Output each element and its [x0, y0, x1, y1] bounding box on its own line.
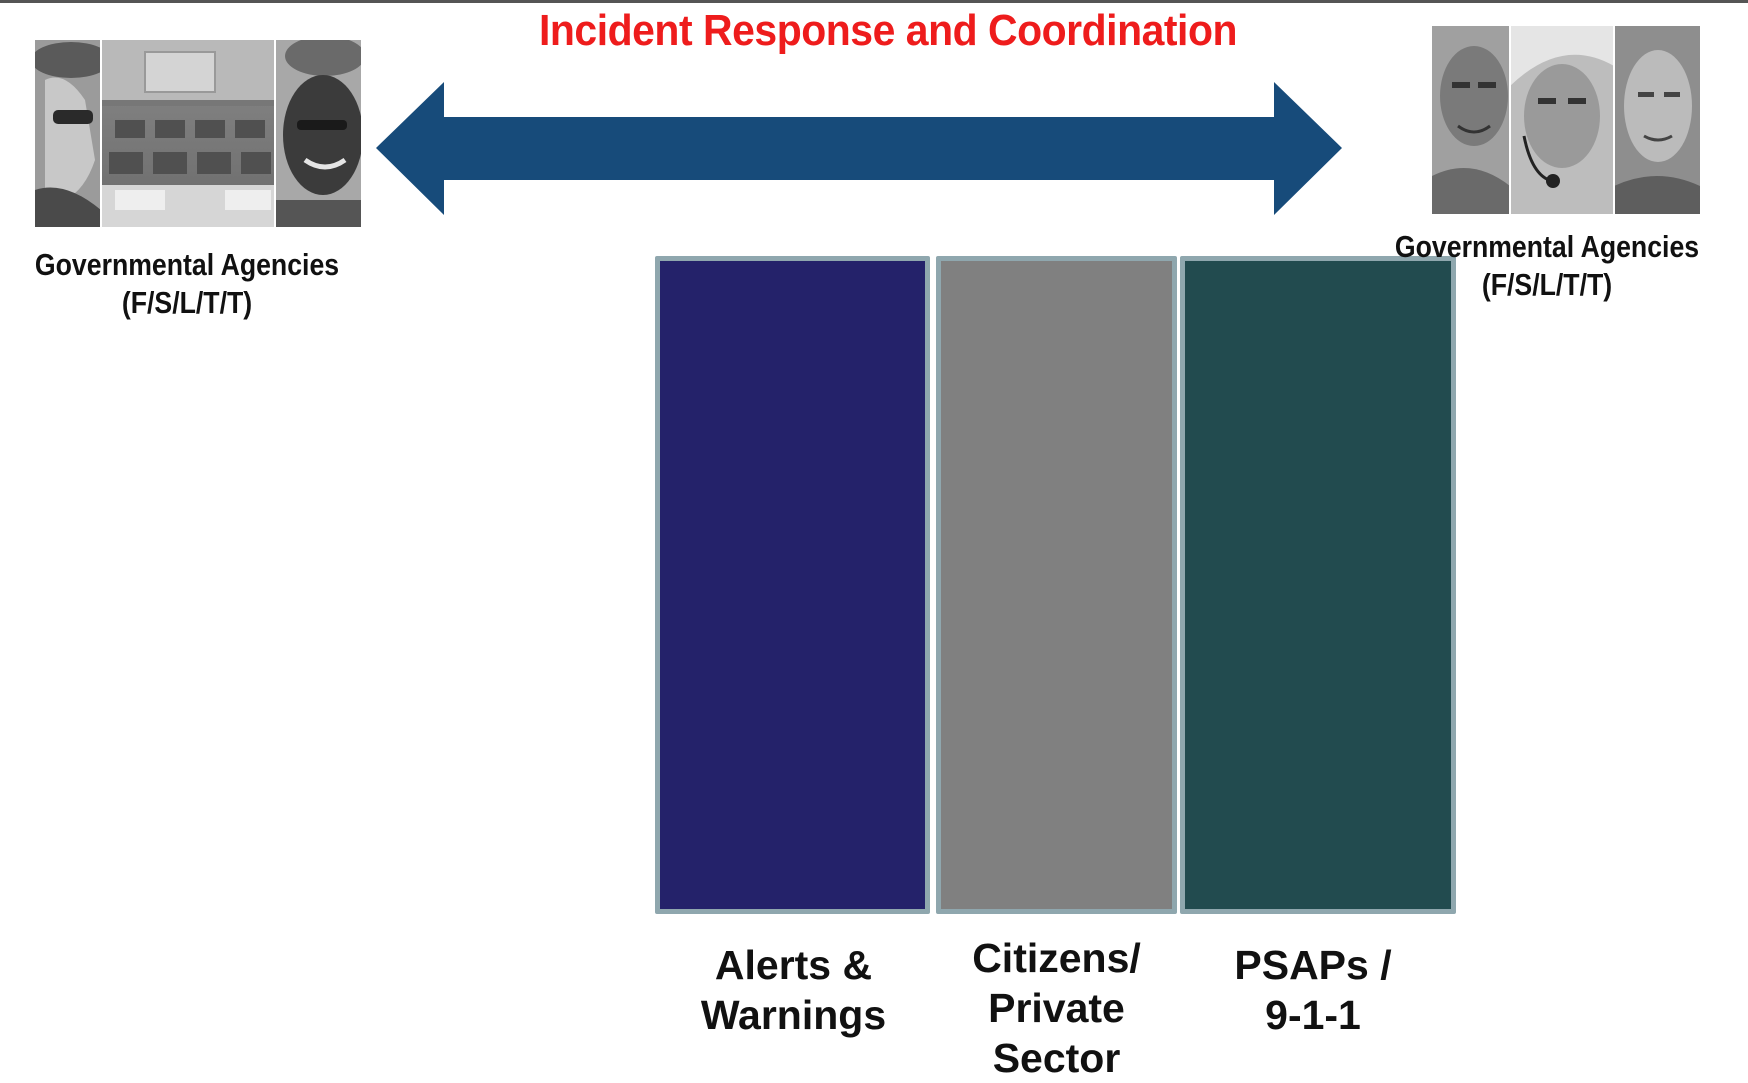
label-citizens-private-sector: Citizens/ Private Sector: [936, 933, 1177, 1083]
label-citizens-line2: Private: [988, 985, 1125, 1031]
left-agencies-levels: (F/S/L/T/T): [121, 285, 253, 320]
column-citizens-private-sector: [936, 256, 1177, 914]
label-psaps-line1: PSAPs /: [1234, 942, 1392, 988]
label-alerts-warnings: Alerts & Warnings: [656, 940, 931, 1040]
column-psaps-911: [1180, 256, 1456, 914]
label-citizens-line3: Sector: [992, 1035, 1121, 1081]
left-agencies-label: Governmental Agencies (F/S/L/T/T): [26, 246, 348, 322]
photo-collage-left: [35, 40, 361, 227]
left-agencies-photo: [35, 40, 361, 227]
left-agencies-name: Governmental Agencies: [34, 247, 340, 282]
right-agencies-levels: (F/S/L/T/T): [1481, 267, 1613, 302]
column-alerts-warnings: [655, 256, 930, 914]
photo-collage-right: [1432, 26, 1700, 214]
double-arrow-icon: [376, 82, 1342, 215]
arrow-shape: [376, 82, 1342, 215]
page-title: Incident Response and Coordination: [538, 6, 1238, 55]
right-agencies-name: Governmental Agencies: [1394, 229, 1700, 264]
label-alerts-warnings-line1: Alerts &: [714, 942, 873, 988]
label-psaps-911: PSAPs / 9-1-1: [1180, 940, 1446, 1040]
label-citizens-line1: Citizens/: [972, 935, 1141, 981]
right-agencies-photo: [1432, 26, 1700, 214]
top-rule: [0, 0, 1748, 3]
right-agencies-label: Governmental Agencies (F/S/L/T/T): [1374, 228, 1720, 304]
label-alerts-warnings-line2: Warnings: [700, 992, 887, 1038]
label-psaps-line2: 9-1-1: [1265, 992, 1361, 1038]
